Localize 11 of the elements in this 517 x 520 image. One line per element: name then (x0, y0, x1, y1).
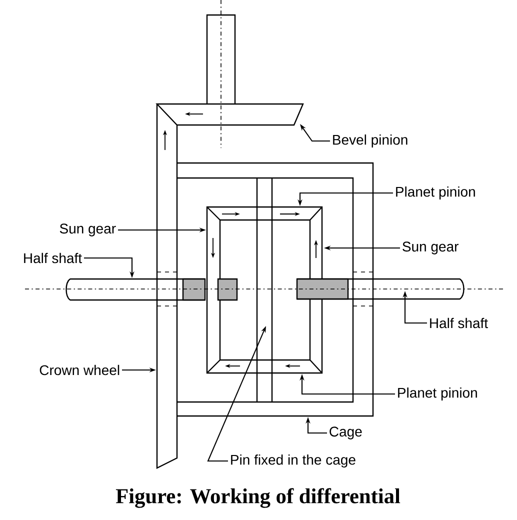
part-label: Half shaft (24, 252, 82, 264)
part-label: Crown wheel (40, 364, 120, 376)
part-label: Planet pinion (398, 387, 477, 401)
part-label: Sun gear (402, 242, 458, 254)
part-label: Pin fixed in the cage (231, 454, 356, 468)
part-label: Planet pinion (396, 186, 475, 200)
part-label: Cage (330, 426, 362, 440)
part-label: Half shaft (430, 318, 488, 328)
part-label: Bevel pinion (333, 134, 408, 148)
caption: Figure: Working of differential (116, 488, 400, 508)
part-label: Sun gear (60, 224, 116, 236)
